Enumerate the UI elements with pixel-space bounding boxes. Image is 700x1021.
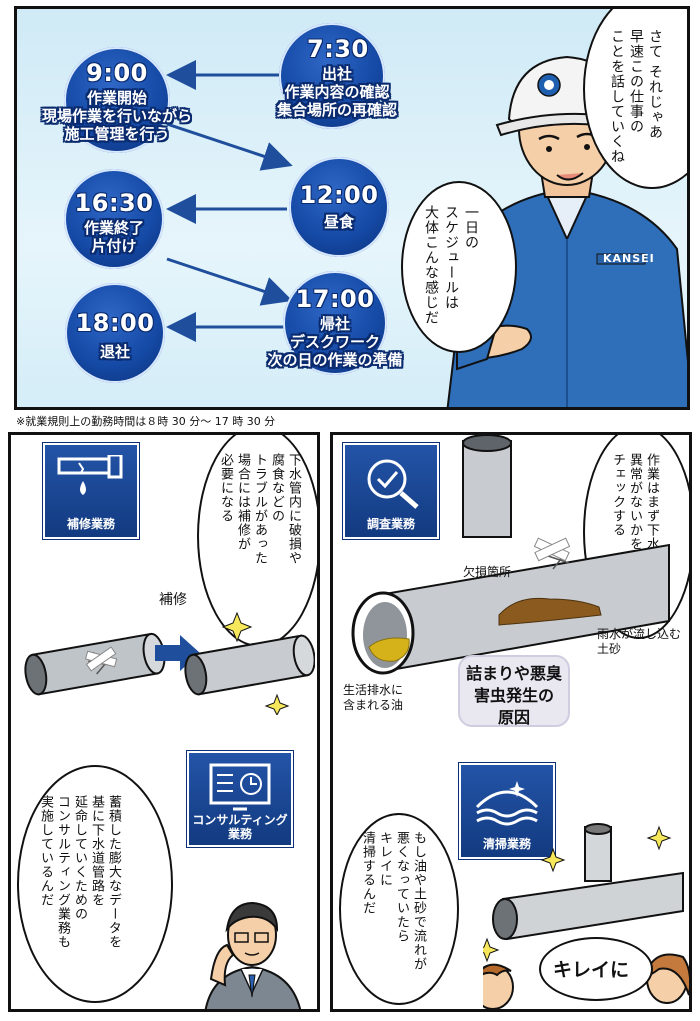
schedule-activity-1800: 退社 xyxy=(99,343,130,361)
speech-bubble-consult-text: 蓄積した膨大なデータを 基に下水道管路を 延命していくための コンサルティング業… xyxy=(38,795,121,949)
repair-tile: 補修業務 xyxy=(43,443,139,539)
label-soil: 雨水が流し込む 土砂 xyxy=(597,627,682,656)
water-wave-icon xyxy=(475,781,539,826)
damaged-pipe xyxy=(24,632,166,696)
schedule-activity-1200: 昼食 xyxy=(323,213,354,231)
repaired-pipe xyxy=(184,634,315,696)
repair-illustration xyxy=(24,611,315,715)
work-hours-note: ※就業規則上の勤務時間は８時 30 分～ 17 時 30 分 xyxy=(16,415,276,428)
consultant-illustration xyxy=(204,901,302,1009)
schedule-time-900: 9:00 xyxy=(86,59,148,87)
schedule-panel: 7:30 出社 作業内容の確認 集合場所の再確認 9:00 作業開始 現場作業を… xyxy=(14,6,690,410)
cleaning-tile: 清掃業務 xyxy=(459,763,555,859)
sparkle-icon xyxy=(221,611,253,643)
oil-deposit xyxy=(368,637,410,662)
survey-tile: 調査業務 xyxy=(343,443,439,539)
schedule-activity-730: 出社 作業内容の確認 集合場所の再確認 xyxy=(276,65,397,119)
survey-pipe-illustration xyxy=(351,435,670,675)
clean-pipe-illustration xyxy=(483,823,689,1009)
soil-deposit xyxy=(498,597,602,626)
cause-caption: 詰まりや悪臭 害虫発生の 原因 xyxy=(458,655,570,727)
schedule-time-1630: 16:30 xyxy=(74,189,154,217)
consulting-tile: コンサルティング 業務 xyxy=(187,751,293,847)
kirei-exclamation: キレイに xyxy=(553,959,630,981)
monitor-clock-icon xyxy=(209,763,271,811)
schedule-time-730: 7:30 xyxy=(307,35,369,63)
kirei-bubble xyxy=(539,937,653,1001)
arrow-1630-to-1700 xyxy=(166,257,293,306)
speech-bubble-repair-text: 下水管内に破損や 腐食などの トラブルがあった 場合には補修が 必要になる xyxy=(218,453,301,565)
sparkle-icon xyxy=(540,847,566,873)
speech-bubble-cleaning xyxy=(339,813,459,1005)
arrow-900-to-1200 xyxy=(166,122,293,171)
schedule-circle-1200 xyxy=(289,157,389,257)
speech-bubble-schedule xyxy=(401,181,517,353)
schedule-time-1700: 17:00 xyxy=(295,285,375,313)
schedule-circle-1800 xyxy=(65,283,165,383)
magnifier-check-icon xyxy=(367,459,419,509)
schedule-circle-1700 xyxy=(283,271,387,375)
repair-consult-panel: 補修業務 下水管内に破損や 腐食などの トラブルがあった 場合には補修が 必要に… xyxy=(8,432,320,1012)
schedule-circle-730 xyxy=(279,23,385,129)
sparkle-icon xyxy=(483,937,500,963)
schedule-circle-1630 xyxy=(64,169,164,269)
schedule-activity-900: 作業開始 現場作業を行いながら 施工管理を行う xyxy=(41,89,192,143)
speech-bubble-consult xyxy=(17,765,173,1003)
schedule-activity-1630: 作業終了 片付け xyxy=(83,219,144,255)
schedule-time-1800: 18:00 xyxy=(75,309,155,337)
speech-bubble-cleaning-text: もし油や土砂で流れが 悪くなっていたら キレイに 清掃するんだ xyxy=(360,831,426,971)
schedule-circle-900 xyxy=(64,47,170,153)
speech-bubble-schedule-text: 一日の スケジュールは 大体こんな感じだ xyxy=(423,205,479,325)
repair-arrow-label: 補修 xyxy=(159,592,187,608)
uniform-logo: KANSEI xyxy=(603,252,655,265)
sparkle-icon xyxy=(264,693,290,715)
leaking-pipe-icon xyxy=(57,455,123,495)
sparkle-icon xyxy=(646,825,672,851)
speech-bubble-repair xyxy=(197,435,317,647)
label-damage: 欠損箇所 xyxy=(463,565,512,579)
schedule-arrows xyxy=(166,60,293,342)
schedule-activity-1700: 帰社 デスクワーク 次の日の作業の準備 xyxy=(267,315,403,369)
survey-cleaning-panel: 調査業務 作業はまず下水管に 異常がないかを チェックする 欠損箇所 雨水が流し… xyxy=(330,432,692,1012)
speech-bubble-survey-text: 作業はまず下水管に 異常がないかを チェックする xyxy=(610,453,659,579)
speech-bubble-intro-text: さて それじゃあ 早速この仕事の ことを話していくね xyxy=(609,29,663,164)
label-oil: 生活排水に 含まれる油 xyxy=(343,683,404,712)
schedule-time-1200: 12:00 xyxy=(299,181,379,209)
